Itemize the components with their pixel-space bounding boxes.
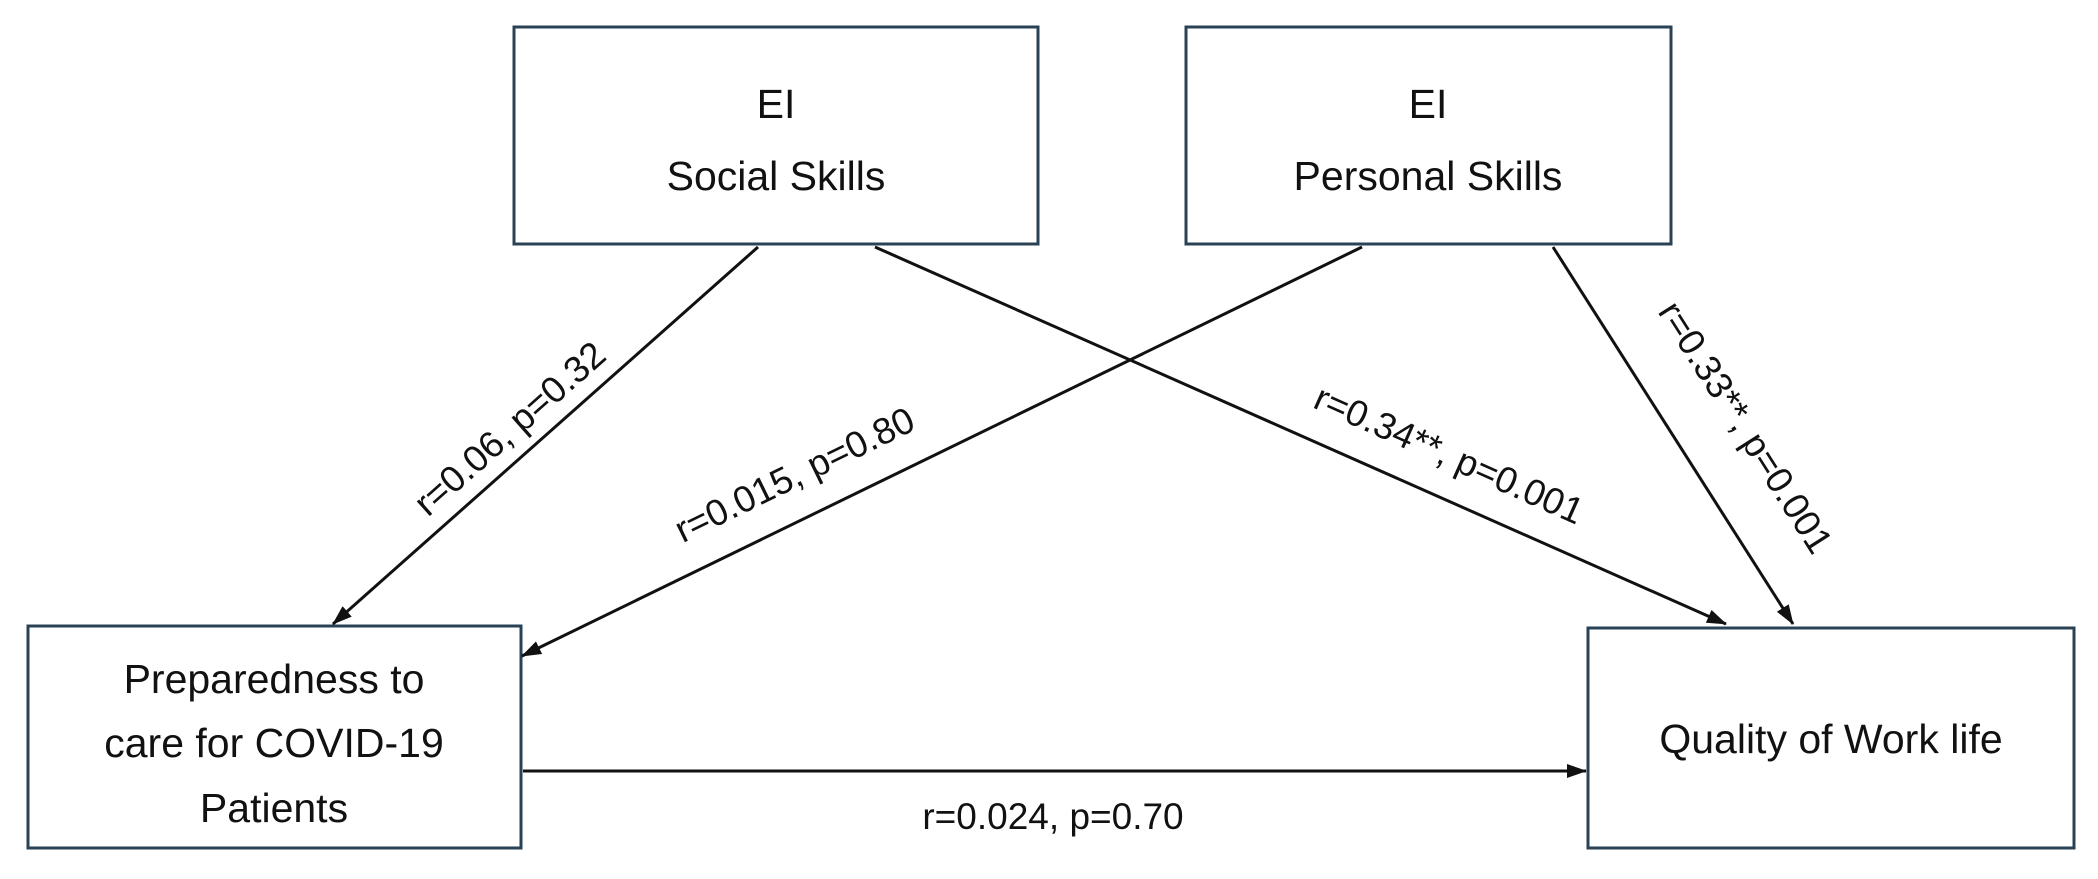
node-label-line: Social Skills [667,153,886,199]
arrow-personal-to-preparedness [521,245,1363,658]
node-label-line: Personal Skills [1294,153,1563,199]
edge-label-personal-to-preparedness: r=0.015, p=0.80 [668,399,921,550]
node-box [512,25,1040,246]
node-label-line: care for COVID-19 [104,720,444,766]
node-label-line: Preparedness to [124,656,425,702]
arrow-social-to-preparedness [332,245,759,626]
node-preparedness: Preparedness to care for COVID-19 Patien… [26,624,523,850]
arrow-personal-to-qwl [1551,246,1795,625]
node-label-line: EI [1409,81,1448,127]
node-box [1184,25,1673,246]
node-box [26,624,523,850]
node-quality-of-work-life: Quality of Work life [1586,626,2076,850]
node-label-line: Patients [200,785,348,831]
arrow-social-to-qwl [874,245,1727,626]
node-ei-social-skills: EI Social Skills [512,25,1040,246]
node-label-line: EI [757,81,796,127]
edge-label-social-to-preparedness: r=0.06, p=0.32 [406,334,613,524]
edge-label-preparedness-to-qwl: r=0.024, p=0.70 [922,796,1183,837]
node-ei-personal-skills: EI Personal Skills [1184,25,1673,246]
node-label-line: Quality of Work life [1659,716,2002,762]
edge-label-social-to-qwl: r=0.34**, p=0.001 [1308,377,1590,532]
node-box [1586,626,2076,850]
edge-label-personal-to-qwl: r=0.33**, p=0.001 [1650,294,1840,561]
